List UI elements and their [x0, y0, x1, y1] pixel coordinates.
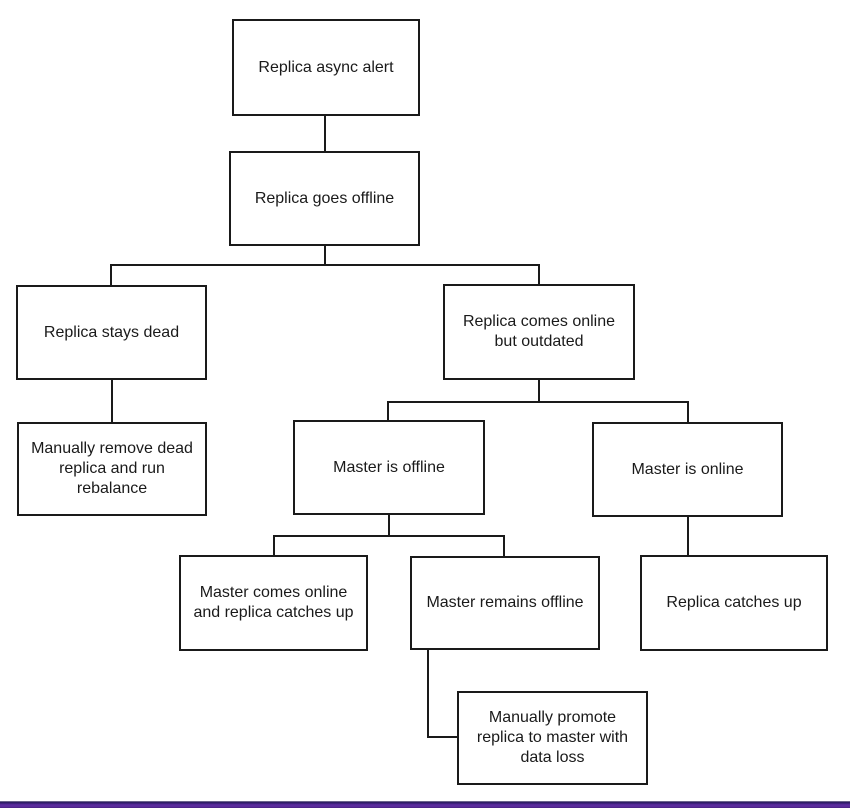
node-label: Master is online — [631, 460, 744, 478]
node-manually-remove-dead-replica: Manually remove dead replica and run reb… — [17, 422, 207, 516]
node-master-is-offline: Master is offline — [293, 420, 485, 515]
node-master-remains-offline: Master remains offline — [410, 556, 600, 650]
node-replica-comes-online-outdated: Replica comes online but outdated — [443, 284, 635, 380]
node-label: Manually remove dead replica and run reb… — [31, 440, 193, 497]
node-replica-catches-up: Replica catches up — [640, 555, 828, 651]
node-master-comes-online-catches-up: Master comes online and replica catches … — [179, 555, 368, 651]
node-replica-async-alert: Replica async alert — [232, 19, 420, 116]
node-master-is-online: Master is online — [592, 422, 783, 517]
node-label: Replica catches up — [666, 594, 802, 611]
node-label: Replica stays dead — [43, 323, 180, 341]
node-label: Master remains offline — [426, 594, 584, 611]
node-manually-promote-replica: Manually promote replica to master with … — [457, 691, 648, 785]
node-replica-stays-dead: Replica stays dead — [16, 285, 207, 380]
node-label: Master is offline — [333, 458, 445, 476]
node-label: Replica comes online but outdated — [462, 313, 616, 350]
bottom-accent-bar — [0, 800, 850, 808]
node-label: Replica async alert — [258, 58, 394, 76]
node-label: Manually promote replica to master with … — [476, 709, 629, 766]
node-replica-goes-offline: Replica goes offline — [229, 151, 420, 246]
node-label: Replica goes offline — [254, 189, 395, 207]
node-label: Master comes online and replica catches … — [193, 584, 354, 621]
